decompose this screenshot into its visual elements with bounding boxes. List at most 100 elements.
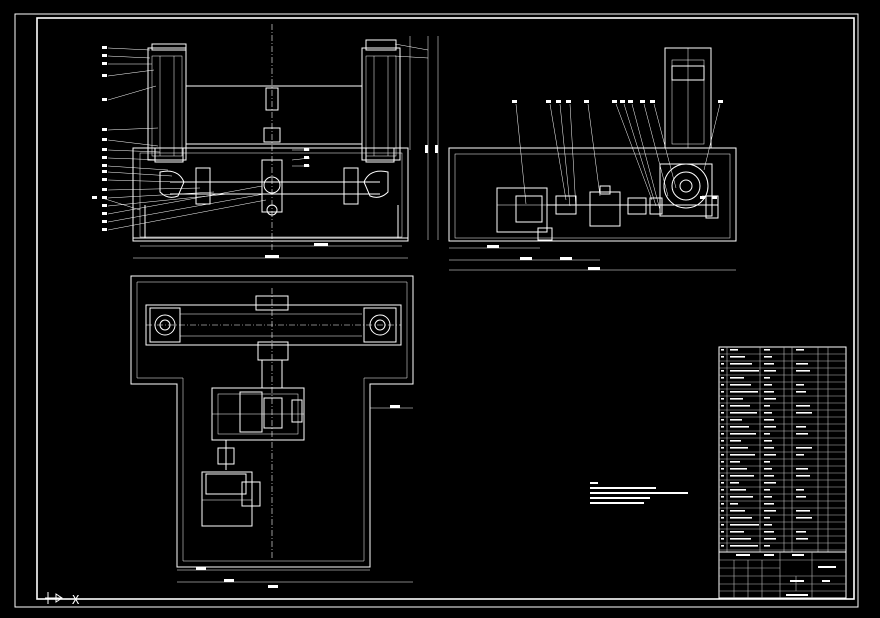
parts-entry-index xyxy=(721,503,724,505)
side-base-outline xyxy=(448,147,737,242)
dim-text-1 xyxy=(314,243,328,246)
parts-entry-index xyxy=(721,517,724,519)
plan-left-screw-core xyxy=(159,319,171,331)
parts-entry-index xyxy=(721,363,724,365)
parts-entry-index xyxy=(721,468,724,470)
side-view[interactable] xyxy=(448,47,737,271)
plan-right-screw-core xyxy=(374,319,386,331)
parts-entry-code xyxy=(764,363,774,365)
side-reducer-cap xyxy=(599,185,611,195)
parts-entry-code xyxy=(764,517,770,519)
right-column-foot xyxy=(365,147,395,163)
plan-right-pad xyxy=(363,307,397,343)
plan-dim-text-4 xyxy=(390,405,400,408)
parts-entry-name xyxy=(730,370,759,372)
title-block-grid xyxy=(719,552,846,598)
dim-text-2 xyxy=(265,255,279,258)
parts-entry-code xyxy=(764,468,772,470)
parts-entry-code xyxy=(764,461,770,463)
parts-entry-code xyxy=(764,482,776,484)
parts-entry-name xyxy=(730,531,744,533)
front-view[interactable] xyxy=(92,24,439,259)
parts-entry-code xyxy=(764,370,776,372)
side-reducer xyxy=(589,191,621,227)
front-leaders xyxy=(101,43,429,231)
dim-text-4 xyxy=(435,145,438,153)
parts-entry-name xyxy=(730,454,755,456)
title-block[interactable] xyxy=(718,551,847,599)
side-dim-text-1 xyxy=(487,245,499,248)
parts-entry-index xyxy=(721,398,724,400)
parts-entry-name xyxy=(730,426,749,428)
parts-entry-name xyxy=(730,433,756,435)
parts-entry-index xyxy=(721,433,724,435)
motor-foot xyxy=(537,227,553,241)
parts-entry-index xyxy=(721,391,724,393)
middle-coupling xyxy=(263,127,281,143)
parts-entry-material xyxy=(796,363,808,365)
parts-entry-material xyxy=(796,405,810,407)
right-column-inner xyxy=(365,55,397,157)
parts-entry-material xyxy=(796,531,806,533)
parts-entry-name xyxy=(730,468,747,470)
parts-entry-material xyxy=(796,370,810,372)
parts-entry-index xyxy=(721,356,724,358)
parts-list[interactable] xyxy=(718,346,847,553)
title-block-frame xyxy=(718,551,847,599)
parts-entry-name xyxy=(730,391,758,393)
parts-entry-code xyxy=(764,426,776,428)
plan-motor-top xyxy=(205,473,247,495)
parts-entry-code xyxy=(764,496,772,498)
plan-right-screw xyxy=(369,314,391,336)
parts-entry-index xyxy=(721,426,724,428)
ucs-x-label: X xyxy=(72,593,80,607)
upper-coupling xyxy=(265,87,279,111)
left-column-cap xyxy=(151,43,187,51)
worm-wheel-hub xyxy=(671,171,701,201)
parts-entry-index xyxy=(721,405,724,407)
parts-entry-name xyxy=(730,356,745,358)
left-column xyxy=(147,47,187,161)
parts-entry-index xyxy=(721,496,724,498)
worm-wheel-bore xyxy=(679,179,693,193)
side-base-inner xyxy=(454,153,731,239)
parts-entry-index xyxy=(721,545,724,547)
parts-entry-material xyxy=(796,468,808,470)
plan-view[interactable] xyxy=(130,275,414,588)
parts-entry-index xyxy=(721,447,724,449)
worm-wheel xyxy=(663,163,709,209)
side-leaders xyxy=(515,103,721,211)
parts-entry-name xyxy=(730,447,748,449)
parts-entry-name xyxy=(730,545,758,547)
parts-list-columns xyxy=(726,347,829,552)
parts-entry-material xyxy=(796,475,810,477)
right-column-cap xyxy=(365,39,397,51)
plan-reducer-gear-1 xyxy=(239,391,263,433)
parts-list-entries xyxy=(721,349,812,547)
dim-text-3 xyxy=(425,145,428,153)
inner-frame xyxy=(36,17,855,600)
title-block-text xyxy=(736,554,836,596)
parts-entry-index xyxy=(721,531,724,533)
parts-entry-code xyxy=(764,433,770,435)
parts-entry-material xyxy=(796,412,812,414)
parts-entry-material xyxy=(796,517,812,519)
ucs-icon: X xyxy=(45,592,80,607)
plan-dim-text-1 xyxy=(196,567,206,570)
parts-entry-index xyxy=(721,482,724,484)
parts-entry-name xyxy=(730,538,751,540)
front-balloons xyxy=(92,46,309,231)
parts-entry-material xyxy=(796,447,812,449)
parts-entry-material xyxy=(796,454,804,456)
plan-inner-outline xyxy=(136,281,408,562)
side-coupling-3 xyxy=(649,197,663,215)
parts-entry-material xyxy=(796,433,808,435)
side-coupling-2 xyxy=(627,197,647,215)
plan-reducer-gear-2 xyxy=(263,397,283,429)
left-column-foot xyxy=(154,147,184,163)
side-dim-text-4 xyxy=(588,267,600,270)
parts-entry-name xyxy=(730,384,751,386)
parts-entry-material xyxy=(796,391,806,393)
left-bearing-block xyxy=(195,167,211,205)
